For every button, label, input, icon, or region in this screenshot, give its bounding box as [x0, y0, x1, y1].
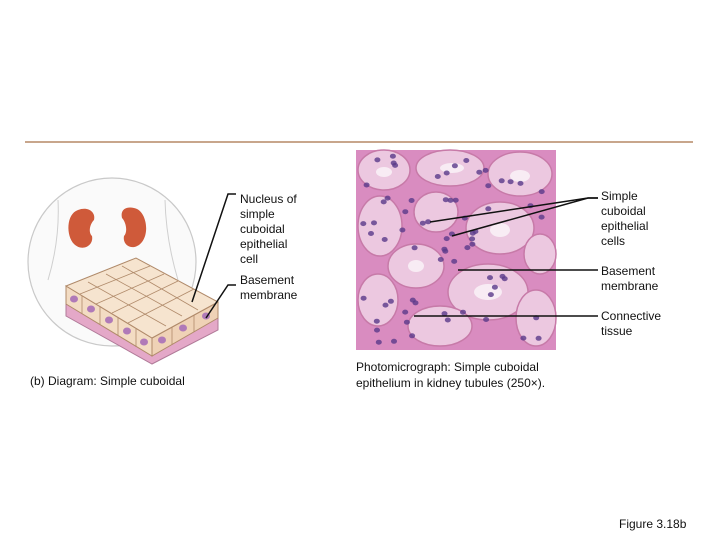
photo-nucleus	[368, 231, 374, 236]
photo-nucleus	[374, 328, 380, 333]
photo-nucleus	[409, 333, 415, 338]
photo-nucleus	[483, 168, 489, 173]
photo-nucleus	[492, 285, 498, 290]
photo-nucleus	[508, 179, 514, 184]
caption-diagram: (b) Diagram: Simple cuboidal	[30, 373, 185, 389]
photo-nucleus	[460, 310, 466, 315]
photo-nucleus	[469, 236, 475, 241]
photo-nucleus	[374, 319, 380, 324]
photo-nucleus	[399, 228, 405, 233]
photo-nucleus	[391, 161, 397, 166]
label-basement-membrane-left: Basement membrane	[240, 273, 297, 303]
kidney-diagram	[28, 178, 218, 364]
photo-nucleus	[488, 292, 494, 297]
photo-nucleus	[360, 221, 366, 226]
photo-nucleus	[463, 158, 469, 163]
micrograph	[356, 150, 556, 350]
photo-nucleus	[483, 317, 489, 322]
photo-nucleus	[539, 215, 545, 220]
photo-nucleus	[444, 171, 450, 176]
label-basement-membrane-right: Basement membrane	[601, 264, 658, 294]
photo-nucleus	[381, 199, 387, 204]
photo-nucleus	[448, 198, 454, 203]
photo-nucleus	[385, 196, 391, 201]
photo-nucleus	[539, 189, 545, 194]
photo-nucleus	[469, 242, 475, 247]
photo-nucleus	[499, 178, 505, 183]
photo-nucleus	[364, 183, 370, 188]
photo-nucleus	[383, 303, 389, 308]
label-nucleus: Nucleus of simple cuboidal epithelial ce…	[240, 192, 297, 267]
photo-nucleus	[464, 245, 470, 250]
photo-nucleus	[410, 298, 416, 303]
photo-nucleus	[388, 299, 394, 304]
label-cuboidal-cells: Simple cuboidal epithelial cells	[601, 189, 648, 249]
photo-nucleus	[444, 236, 450, 241]
photo-nucleus	[420, 221, 426, 226]
photo-nucleus	[404, 320, 410, 325]
photo-nucleus	[438, 257, 444, 262]
photo-nucleus	[412, 245, 418, 250]
photo-nucleus	[435, 174, 441, 179]
photo-nucleus	[391, 339, 397, 344]
photo-nucleus	[371, 220, 377, 225]
photo-nucleus	[500, 274, 506, 279]
photo-nucleus	[476, 170, 482, 175]
photo-nucleus	[452, 163, 458, 168]
photo-nucleus	[402, 209, 408, 214]
figure-number: Figure 3.18b	[619, 516, 686, 532]
photo-nucleus	[402, 310, 408, 315]
caption-photo-line2: epithelium in kidney tubules (250×).	[356, 375, 545, 391]
photo-nucleus	[485, 206, 491, 211]
photo-nucleus	[520, 336, 526, 341]
photo-nucleus	[487, 275, 493, 280]
photo-nucleus	[445, 318, 451, 323]
photo-nucleus	[441, 247, 447, 252]
photo-nucleus	[382, 237, 388, 242]
photo-nucleus	[451, 259, 457, 264]
photo-nucleus	[374, 157, 380, 162]
label-connective-tissue: Connective tissue	[601, 309, 661, 339]
photo-nucleus	[361, 296, 367, 301]
photo-nucleus	[485, 183, 491, 188]
photo-nucleus	[409, 198, 415, 203]
photo-nucleus	[390, 154, 396, 159]
photo-nucleus	[518, 181, 524, 186]
photo-nucleus	[453, 198, 459, 203]
photo-nucleus	[376, 340, 382, 345]
caption-photo-line1: Photomicrograph: Simple cuboidal	[356, 359, 539, 375]
photo-nucleus	[536, 336, 542, 341]
